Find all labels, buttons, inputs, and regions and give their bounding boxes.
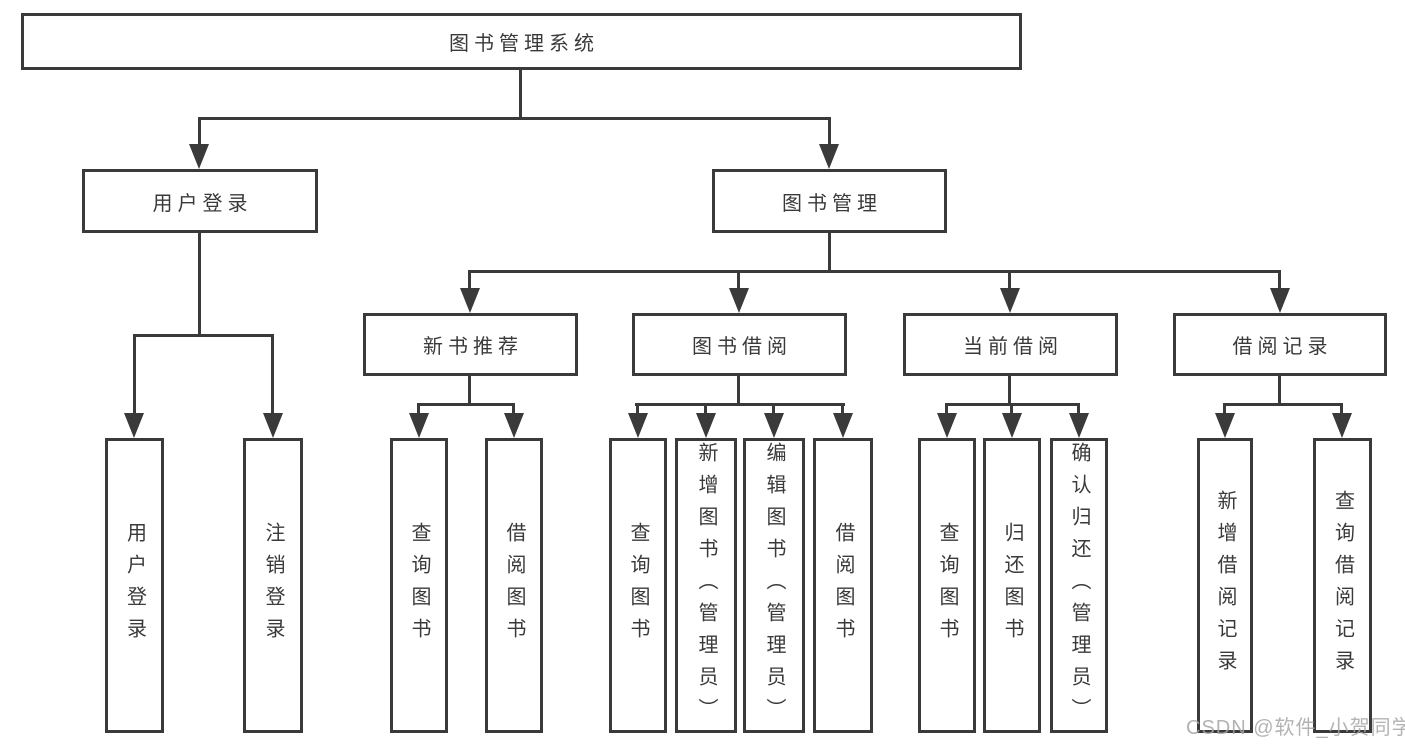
connector-vline (198, 233, 201, 337)
connector-vline (737, 376, 740, 405)
connector-hline (417, 403, 515, 406)
connector-vline (512, 403, 515, 416)
connector-vline (945, 403, 948, 416)
connector-vline (1278, 376, 1281, 405)
leaf-query-book-recommend: 查询图书 (390, 438, 448, 733)
connector-vline (271, 334, 274, 416)
node-current-borrow: 当前借阅 (903, 313, 1118, 376)
leaf-query-book-current: 查询图书 (918, 438, 976, 733)
connector-vline (636, 403, 639, 416)
leaf-label: 查询图书 (408, 521, 430, 650)
leaf-label: 借阅图书 (503, 521, 525, 650)
leaf-label: 查询借阅记录 (1331, 489, 1354, 682)
node-user-login: 用户登录 (82, 169, 318, 233)
node-book-borrow: 图书借阅 (632, 313, 847, 376)
connector-vline (841, 403, 844, 416)
arrowhead-down-icon (628, 413, 648, 438)
connector-vline (468, 376, 471, 405)
leaf-confirm-return-admin: 确认归还（管理员） (1050, 438, 1108, 733)
leaf-borrow-book: 借阅图书 (813, 438, 873, 733)
arrowhead-down-icon (504, 413, 524, 438)
arrowhead-down-icon (819, 144, 839, 169)
connector-vline (828, 233, 831, 273)
arrowhead-down-icon (409, 413, 429, 438)
connector-vline (519, 69, 522, 118)
connector-hline (468, 270, 1281, 273)
connector-vline (737, 270, 740, 291)
leaf-label: 编辑图书（管理员） (763, 441, 785, 730)
node-root: 图书管理系统 (21, 13, 1022, 70)
connector-vline (1223, 403, 1226, 416)
leaf-label: 确认归还（管理员） (1068, 441, 1090, 730)
leaf-label: 查询图书 (936, 521, 958, 650)
leaf-logout: 注销登录 (243, 438, 303, 733)
node-book-management: 图书管理 (712, 169, 947, 233)
connector-vline (1008, 376, 1011, 405)
connector-hline (635, 403, 845, 406)
arrowhead-down-icon (124, 413, 144, 438)
leaf-label: 注销登录 (262, 521, 284, 650)
node-borrow-records: 借阅记录 (1173, 313, 1387, 376)
connector-vline (1077, 403, 1080, 416)
arrowhead-down-icon (833, 413, 853, 438)
arrowhead-down-icon (460, 288, 480, 313)
leaf-return-book: 归还图书 (983, 438, 1041, 733)
connector-vline (1278, 270, 1281, 291)
arrowhead-down-icon (1000, 288, 1020, 313)
leaf-label: 新增借阅记录 (1214, 489, 1236, 682)
leaf-add-borrow-record: 新增借阅记录 (1197, 438, 1253, 733)
leaf-label: 新增图书（管理员） (695, 441, 717, 730)
arrowhead-down-icon (937, 413, 957, 438)
leaf-query-book-borrow: 查询图书 (609, 438, 667, 733)
leaf-borrow-book-recommend: 借阅图书 (485, 438, 543, 733)
leaf-user-login: 用户登录 (105, 438, 164, 733)
arrowhead-down-icon (729, 288, 749, 313)
arrowhead-down-icon (1270, 288, 1290, 313)
connector-vline (133, 334, 136, 416)
arrowhead-down-icon (263, 413, 283, 438)
leaf-label: 查询图书 (627, 521, 649, 650)
connector-vline (828, 117, 831, 147)
arrowhead-down-icon (189, 144, 209, 169)
arrowhead-down-icon (1332, 413, 1352, 438)
connector-vline (772, 403, 775, 416)
connector-hline (133, 334, 274, 337)
arrowhead-down-icon (764, 413, 784, 438)
watermark-text: CSDN @软件_小贺同学 (1186, 717, 1405, 739)
connector-vline (198, 117, 201, 147)
connector-vline (704, 403, 707, 416)
arrowhead-down-icon (1002, 413, 1022, 438)
leaf-label: 借阅图书 (832, 521, 854, 650)
connector-vline (468, 270, 471, 291)
leaf-label: 归还图书 (1001, 521, 1023, 650)
connector-vline (1340, 403, 1343, 416)
leaf-edit-book-admin: 编辑图书（管理员） (743, 438, 805, 733)
leaf-query-borrow-record: 查询借阅记录 (1313, 438, 1372, 733)
arrowhead-down-icon (1215, 413, 1235, 438)
connector-vline (1008, 270, 1011, 291)
connector-vline (1010, 403, 1013, 416)
leaf-add-book-admin: 新增图书（管理员） (675, 438, 737, 733)
connector-hline (198, 117, 831, 120)
leaf-label: 用户登录 (123, 521, 146, 650)
connector-vline (417, 403, 420, 416)
arrowhead-down-icon (1069, 413, 1089, 438)
connector-hline (1223, 403, 1343, 406)
node-new-book-recommend: 新书推荐 (363, 313, 578, 376)
arrowhead-down-icon (696, 413, 716, 438)
